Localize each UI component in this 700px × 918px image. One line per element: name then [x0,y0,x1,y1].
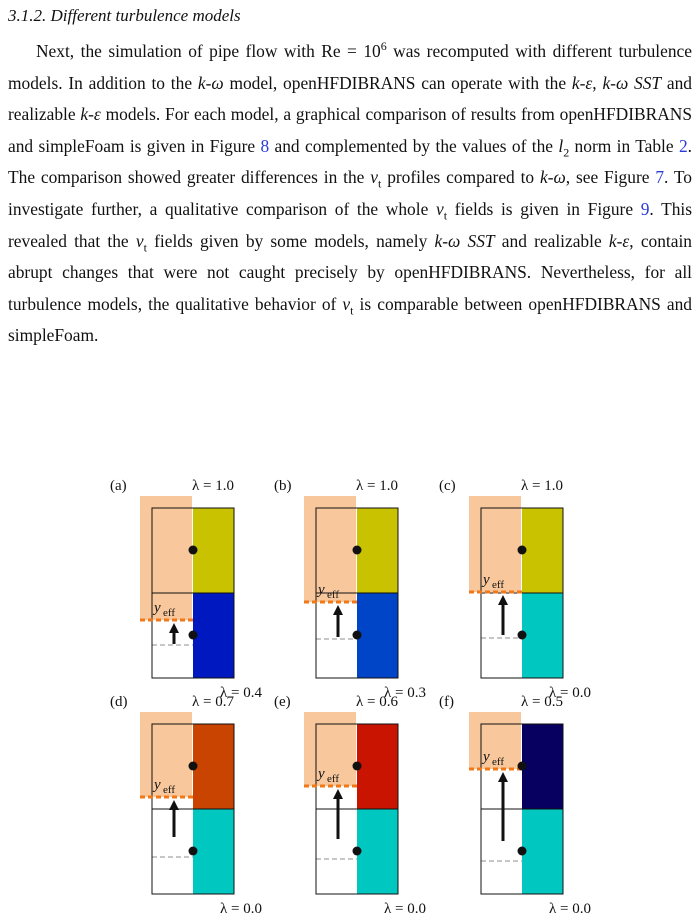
figure-8-link[interactable]: 8 [260,135,270,156]
lambda-top-label: λ = 1.0 [356,478,398,494]
table-2-link[interactable]: 2 [678,135,688,156]
top-cell-center [352,545,362,555]
top-cell-field [522,724,563,809]
bottom-cell-field [357,809,398,894]
bottom-cell-field [522,809,563,894]
y-eff-subscript: eff [163,784,175,796]
bottom-cell-center [352,630,362,640]
section-heading: 3.1.2. Different turbulence models [8,6,241,25]
lambda-bottom-label: λ = 0.0 [549,685,591,701]
arrow-head [169,623,179,633]
bottom-cell-center [517,630,527,640]
y-eff-label: y [481,572,490,588]
top-cell-field [193,508,234,593]
top-cell-center [517,545,527,555]
bottom-cell-center [188,630,198,640]
arrow-head [498,772,508,782]
arrow-head [333,605,343,615]
figure-9-link[interactable]: 9 [640,198,650,219]
y-eff-label: y [481,749,490,765]
top-cell-field [357,724,398,809]
panel-tag: (e) [274,694,291,710]
top-cell-center [188,761,198,771]
y-eff-subscript: eff [492,579,504,591]
arrow-head [169,800,179,810]
y-eff-subscript: eff [163,607,175,619]
y-eff-subscript: eff [492,756,504,768]
arrow-head [498,595,508,605]
bottom-cell-center [188,846,198,856]
arrow-head [333,789,343,799]
lambda-top-label: λ = 1.0 [521,478,563,494]
panel-tag: (b) [274,478,292,494]
top-cell-field [357,508,398,593]
lambda-bottom-label: λ = 0.3 [384,685,426,701]
lambda-top-label: λ = 0.5 [521,694,563,710]
figure-7-link[interactable]: 7 [655,167,665,188]
effective-region [140,712,192,797]
lambda-bottom-label: λ = 0.4 [220,685,262,701]
lambda-top-label: λ = 0.6 [356,694,398,710]
effective-region [469,496,521,592]
panel-tag: (a) [110,478,127,494]
lambda-bottom-label: λ = 0.0 [549,901,591,916]
effective-region [304,496,356,602]
top-cell-center [517,761,527,771]
top-cell-field [193,724,234,809]
y-eff-label: y [316,582,325,598]
bottom-cell-field [193,809,234,894]
body-paragraph: Next, the simulation of pipe flow with R… [8,39,693,346]
bottom-cell-field [522,593,563,678]
panel-tag: (c) [439,478,456,494]
lambda-top-label: λ = 0.7 [192,694,234,710]
top-cell-center [352,761,362,771]
top-cell-center [188,545,198,555]
y-eff-label: y [316,766,325,782]
lambda-bottom-label: λ = 0.0 [384,901,426,916]
bottom-cell-field [193,593,234,678]
lambda-bottom-label: λ = 0.0 [220,901,262,916]
y-eff-label: y [152,777,161,793]
bottom-cell-center [517,846,527,856]
y-eff-subscript: eff [327,589,339,601]
lambda-top-label: λ = 1.0 [192,478,234,494]
bottom-cell-field [357,593,398,678]
top-cell-field [522,508,563,593]
bottom-cell-center [352,846,362,856]
y-eff-label: y [152,600,161,616]
y-eff-subscript: eff [327,773,339,785]
effective-region [469,712,521,769]
panel-tag: (d) [110,694,128,710]
effective-region [140,496,192,620]
panel-tag: (f) [439,694,454,710]
